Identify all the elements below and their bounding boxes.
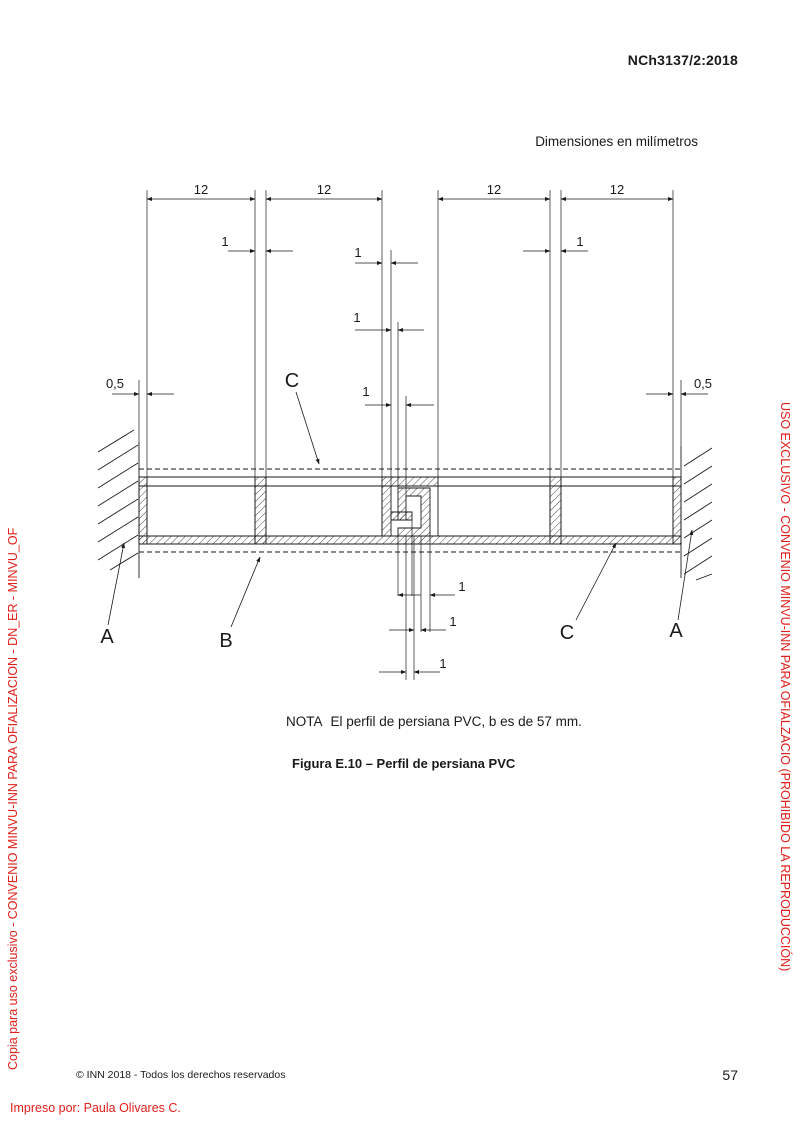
interlock-hook [381, 485, 431, 537]
figure-note: NOTA El perfil de persiana PVC, b es de 5… [286, 714, 582, 729]
dim-bottom-1: 1 [458, 579, 465, 594]
watermark-left: Copia para uso exclusivo - CONVENIO MINV… [6, 527, 20, 1070]
dimension-lines [112, 197, 708, 674]
right-wall [680, 446, 713, 581]
printed-by: Impreso por: Paula Olivares C. [10, 1101, 181, 1115]
callout-c-bottom: C [560, 622, 574, 644]
dim-width-4: 12 [610, 182, 624, 197]
callout-a-right: A [669, 620, 683, 642]
footer-copyright: © INN 2018 - Todos los derechos reservad… [76, 1069, 286, 1081]
document-code: NCh3137/2:2018 [627, 52, 738, 68]
callout-c-top: C [285, 370, 299, 392]
dim-wall-right: 1 [576, 234, 583, 249]
dim-width-1: 12 [194, 182, 208, 197]
dim-bottom-2: 1 [449, 614, 456, 629]
watermark-right: USO EXCLUSIVO - CONVENIO MINVU-INN PARA … [778, 402, 792, 972]
left-wall [97, 429, 140, 578]
dim-gap-right: 0,5 [694, 376, 712, 391]
callout-b: B [219, 630, 232, 652]
dim-width-2: 12 [317, 182, 331, 197]
page-number: 57 [722, 1067, 738, 1083]
dimension-texts: 12 12 12 12 1 1 1 1 1 0,5 0,5 1 1 1 [106, 182, 712, 671]
dim-hook-3: 1 [362, 384, 369, 399]
profile-webs [138, 476, 682, 545]
note-label: NOTA [286, 714, 323, 729]
dim-gap-left: 0,5 [106, 376, 124, 391]
callout-labels: C A B C A [100, 370, 683, 652]
dim-bottom-3: 1 [439, 656, 446, 671]
figure-caption: Figura E.10 – Perfil de persiana PVC [292, 756, 516, 771]
dim-hook-1: 1 [354, 245, 361, 260]
dim-hook-2: 1 [353, 310, 360, 325]
dim-width-3: 12 [487, 182, 501, 197]
extension-lines [138, 190, 682, 680]
dim-wall-left: 1 [221, 234, 228, 249]
dimensions-note: Dimensiones en milímetros [535, 134, 698, 149]
note-text: El perfil de persiana PVC, b es de 57 mm… [330, 714, 582, 729]
callout-leaders [107, 391, 694, 628]
callout-a-left: A [100, 626, 114, 648]
